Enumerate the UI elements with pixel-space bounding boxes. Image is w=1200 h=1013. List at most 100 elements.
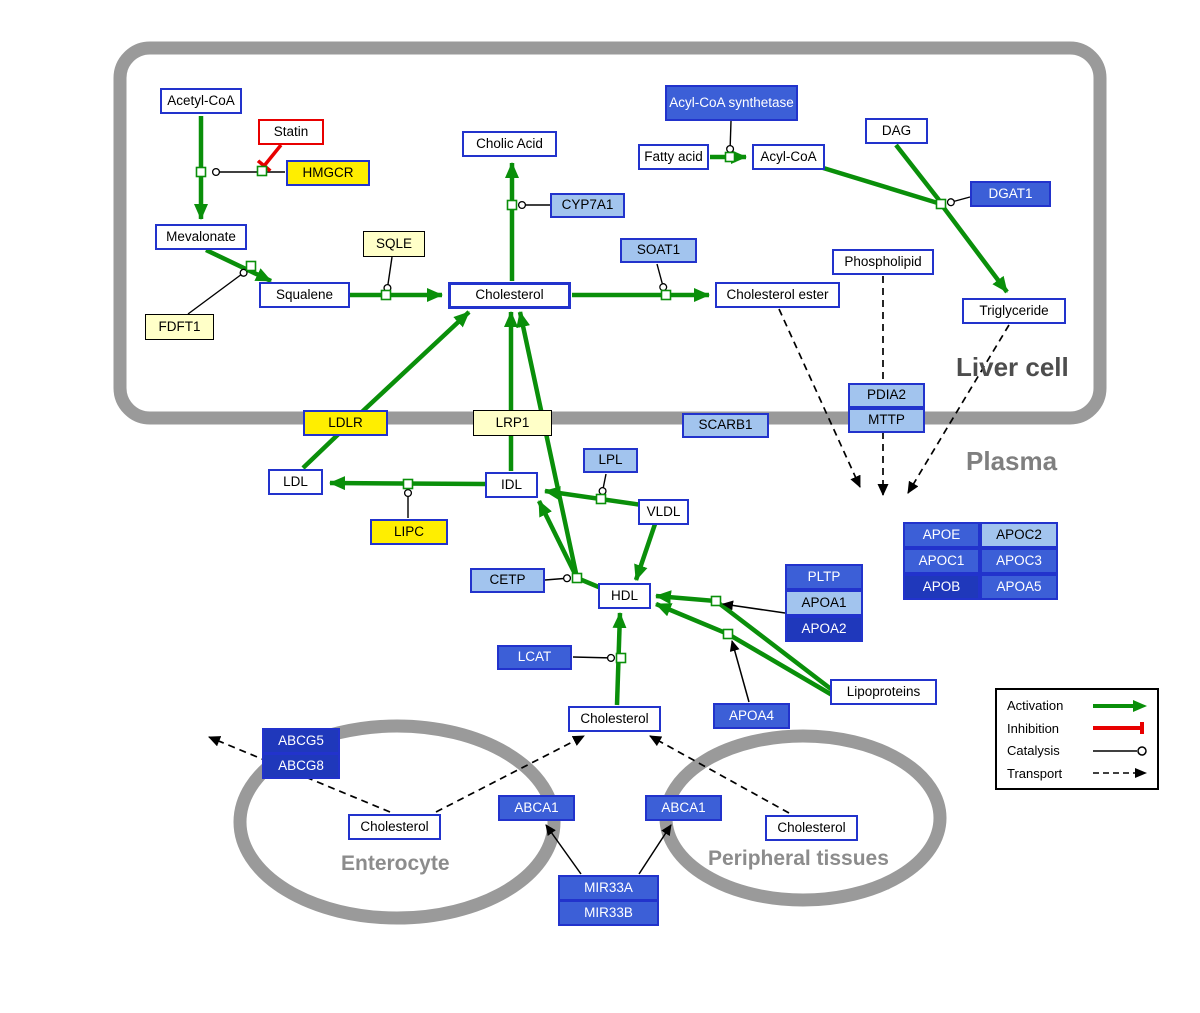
enterocyte-membrane <box>233 719 561 925</box>
node-cholesterol-liver[interactable]: Cholesterol <box>448 282 571 309</box>
node-abca1-right[interactable]: ABCA1 <box>645 795 722 821</box>
node-lipoproteins[interactable]: Lipoproteins <box>830 679 937 705</box>
node-vldl[interactable]: VLDL <box>638 499 689 525</box>
node-cyp7a1[interactable]: CYP7A1 <box>550 193 625 218</box>
edge-mevalonate-squalene <box>205 247 272 284</box>
node-apoa4[interactable]: APOA4 <box>713 703 790 729</box>
node-cholic-acid[interactable]: Cholic Acid <box>462 131 557 157</box>
junction-node-1 <box>195 166 207 178</box>
node-apoc2[interactable]: APOC2 <box>980 522 1058 548</box>
legend-catalysis-label: Catalysis <box>1007 743 1060 759</box>
edge-hdl-idl <box>536 500 580 579</box>
edge-peripheral-efflux-abca1 <box>649 735 790 814</box>
node-pltp[interactable]: PLTP <box>785 564 863 590</box>
node-cholesterol-peripheral[interactable]: Cholesterol <box>765 815 858 841</box>
edge-lpl-catalysis <box>598 473 607 496</box>
edge-sqle-catalysis <box>383 256 393 293</box>
junction-node-9 <box>402 478 414 490</box>
node-fatty-acid[interactable]: Fatty acid <box>638 144 709 170</box>
node-phospholipid[interactable]: Phospholipid <box>832 249 934 275</box>
node-statin[interactable]: Statin <box>258 119 324 145</box>
activation-arrow-icon <box>1093 699 1147 712</box>
node-mttp[interactable]: MTTP <box>848 408 925 433</box>
edge-statin-inhibition <box>256 143 283 173</box>
peripheral-tissues-label: Peripheral tissues <box>708 847 889 870</box>
node-mir33a[interactable]: MIR33A <box>558 875 659 901</box>
node-triglyceride[interactable]: Triglyceride <box>962 298 1066 324</box>
node-lrp1[interactable]: LRP1 <box>473 410 552 436</box>
node-apoa2[interactable]: APOA2 <box>785 616 863 642</box>
node-cholesterol-plasma[interactable]: Cholesterol <box>568 706 661 732</box>
node-cholesterol-enterocyte[interactable]: Cholesterol <box>348 814 441 840</box>
node-abcg5[interactable]: ABCG5 <box>262 728 340 754</box>
legend-row-transport: Transport <box>1007 763 1149 784</box>
node-abcg8[interactable]: ABCG8 <box>262 753 340 779</box>
node-acetyl-coa[interactable]: Acetyl-CoA <box>160 88 242 114</box>
node-lpl[interactable]: LPL <box>583 448 638 473</box>
node-apoa5[interactable]: APOA5 <box>980 574 1058 600</box>
node-soat1[interactable]: SOAT1 <box>620 238 697 263</box>
edge-acylcoasynthetase-catalysis <box>726 120 735 154</box>
liver-cell-membrane <box>113 41 1107 425</box>
node-squalene[interactable]: Squalene <box>259 282 350 308</box>
node-apoc3[interactable]: APOC3 <box>980 548 1058 574</box>
legend-row-catalysis: Catalysis <box>1007 740 1149 761</box>
legend-activation-label: Activation <box>1007 698 1064 713</box>
node-idl[interactable]: IDL <box>485 472 538 498</box>
edge-dag-junction <box>894 143 941 202</box>
node-apoa1[interactable]: APOA1 <box>785 590 863 616</box>
node-abca1-left[interactable]: ABCA1 <box>498 795 575 821</box>
node-hdl[interactable]: HDL <box>598 583 651 609</box>
junction-node-5 <box>506 199 518 211</box>
legend-transport-label: Transport <box>1007 765 1063 781</box>
edge-enterocyte-efflux-abca1 <box>435 735 585 813</box>
edge-fdft1-catalysis <box>187 268 248 315</box>
edge-vldl-hdl <box>633 523 658 581</box>
inhibition-tbar-icon <box>1093 722 1144 735</box>
junction-node-4 <box>380 289 392 301</box>
junction-node-6 <box>660 289 672 301</box>
edge-mir33-abca1-right <box>638 824 672 875</box>
junction-node-7 <box>724 151 736 163</box>
edge-cetp-catalysis <box>544 574 572 583</box>
node-acyl-coa[interactable]: Acyl-CoA <box>752 144 825 170</box>
edge-vldl-idl <box>544 486 643 508</box>
junction-node-3 <box>245 260 257 272</box>
legend-row-inhibition: Inhibition <box>1007 718 1149 739</box>
junction-node-12 <box>710 595 722 607</box>
edge-apoa4-junction <box>729 640 750 703</box>
node-ldl[interactable]: LDL <box>268 469 323 495</box>
liver-cell-label: Liver cell <box>956 352 1069 382</box>
node-apoe[interactable]: APOE <box>903 522 980 548</box>
node-cetp[interactable]: CETP <box>470 568 545 593</box>
node-hmgcr[interactable]: HMGCR <box>286 160 370 186</box>
edge-soat1-catalysis <box>656 263 668 292</box>
node-acyl-coa-synthetase[interactable]: Acyl-CoA synthetase <box>665 85 798 121</box>
node-sqle[interactable]: SQLE <box>363 231 425 257</box>
node-lcat[interactable]: LCAT <box>497 645 572 670</box>
node-apoc1[interactable]: APOC1 <box>903 548 980 574</box>
node-mir33b[interactable]: MIR33B <box>558 900 659 926</box>
node-lipc[interactable]: LIPC <box>370 519 448 545</box>
junction-node-14 <box>615 652 627 664</box>
node-pdia2[interactable]: PDIA2 <box>848 383 925 408</box>
node-dag[interactable]: DAG <box>865 118 928 144</box>
edge-lcat-catalysis <box>572 653 616 662</box>
node-dgat1[interactable]: DGAT1 <box>970 181 1051 207</box>
edge-mir33-abca1-left <box>545 824 582 875</box>
node-fdft1[interactable]: FDFT1 <box>145 314 214 340</box>
edge-cholesterolester-transport <box>778 308 861 488</box>
legend-row-activation: Activation <box>1007 695 1149 716</box>
node-cholesterol-ester[interactable]: Cholesterol ester <box>715 282 840 308</box>
junction-node-10 <box>595 493 607 505</box>
node-apob[interactable]: APOB <box>903 574 980 600</box>
node-ldlr[interactable]: LDLR <box>303 410 388 436</box>
junction-node-13 <box>722 628 734 640</box>
node-scarb1[interactable]: SCARB1 <box>682 413 769 438</box>
catalysis-circle-icon <box>1093 746 1147 756</box>
transport-dashed-arrow-icon <box>1093 768 1147 779</box>
node-mevalonate[interactable]: Mevalonate <box>155 224 247 250</box>
edge-dgat1-catalysis <box>946 196 971 207</box>
